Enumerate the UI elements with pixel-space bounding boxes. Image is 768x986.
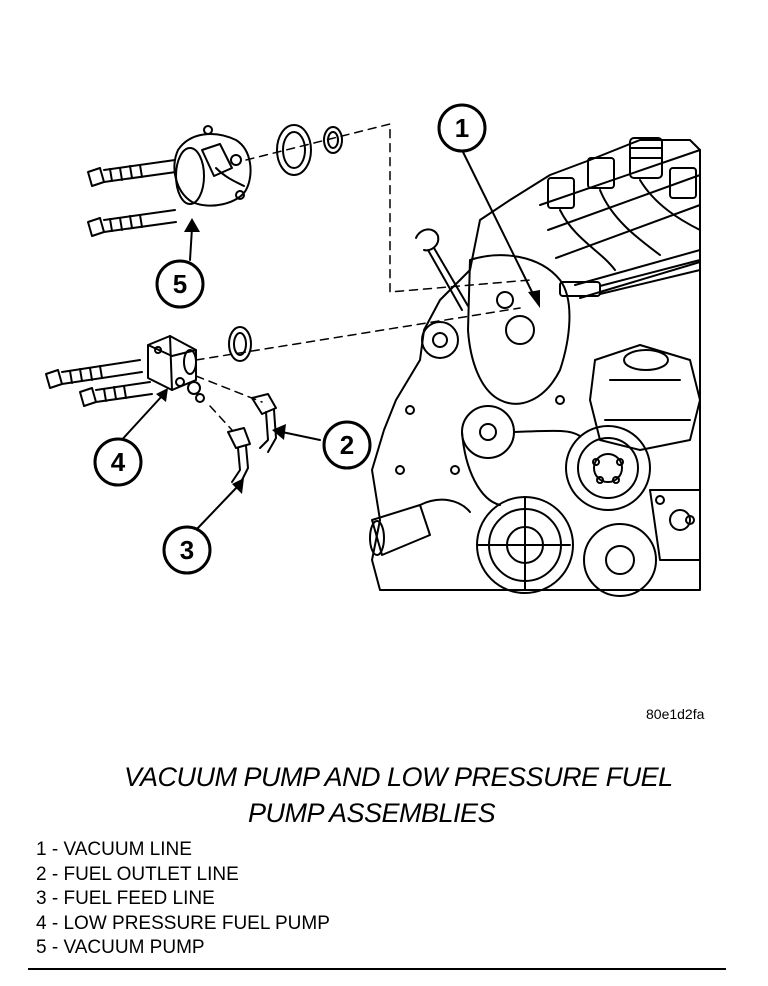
callout-2-number: 2 [340,430,354,460]
callout-1-number: 1 [455,113,469,143]
legend-item: 4 - LOW PRESSURE FUEL PUMP [36,912,330,937]
legend-label: VACUUM PUMP [63,937,205,959]
low-pressure-fuel-pump-illustration [45,326,252,407]
legend-label: LOW PRESSURE FUEL PUMP [63,912,330,934]
legend-separator: - [46,888,64,910]
callout-3: 3 [162,525,212,575]
legend-item: 3 - FUEL FEED LINE [36,887,330,912]
callout-4-number: 4 [111,447,126,477]
legend-number: 4 [36,912,47,934]
callout-3-number: 3 [180,535,194,565]
legend-number: 1 [36,839,47,860]
bottom-divider [28,968,726,970]
caption-line-2: PUMP ASSEMBLIES [248,798,496,828]
engine-illustration [369,137,701,597]
callout-5: 5 [155,259,205,309]
legend-label: FUEL OUTLET LINE [63,863,239,885]
parts-legend: 1 - VACUUM LINE 2 - FUEL OUTLET LINE 3 -… [36,838,330,961]
legend-number: 2 [36,863,47,885]
legend-item: 5 - VACUUM PUMP [36,936,330,961]
legend-number: 3 [36,888,47,910]
callout-1: 1 [437,103,487,153]
caption-line-1: VACUUM PUMP AND LOW PRESSURE FUEL [124,762,673,792]
legend-separator: - [46,863,64,885]
legend-label: FUEL FEED LINE [63,888,215,910]
fuel-lines-illustration [227,393,277,485]
legend-item: 1 - VACUUM LINE [36,838,330,863]
legend-number: 5 [36,937,47,959]
legend-label: VACUUM LINE [63,839,192,860]
callout-2: 2 [322,420,372,470]
legend-separator: - [46,937,64,959]
legend-separator: - [46,839,64,860]
vacuum-pump-illustration [87,124,343,237]
legend-item: 2 - FUEL OUTLET LINE [36,863,330,888]
exploded-view-illustration: 1 2 3 4 5 [45,103,701,597]
legend-separator: - [46,912,64,934]
callout-5-number: 5 [173,269,187,299]
callout-4: 4 [93,437,143,487]
figure-code: 80e1d2fa [646,706,705,722]
